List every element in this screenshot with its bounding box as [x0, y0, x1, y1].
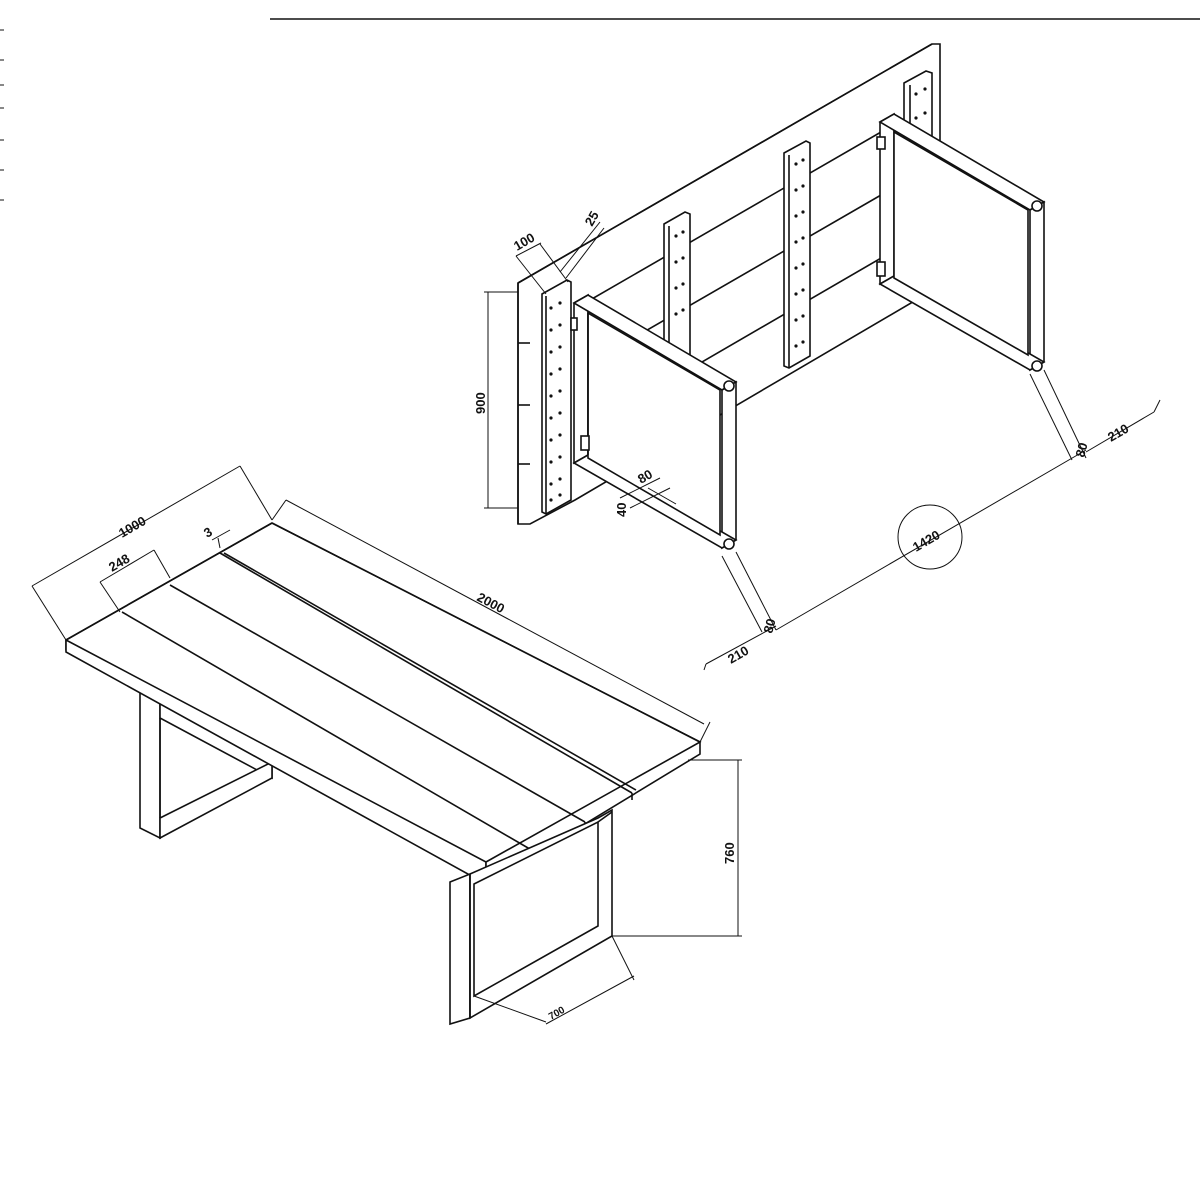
left-edge-marks — [0, 29, 4, 201]
dim-40-tube-label: 40 — [614, 503, 629, 517]
dim-tube-section — [619, 477, 677, 509]
dim-210-right-label: 210 — [1105, 421, 1131, 445]
underside-view: 900 100 25 80 40 — [473, 43, 1161, 671]
dim-3-label: 3 — [201, 524, 215, 541]
dim-25-label: 25 — [582, 208, 602, 228]
dim-760 — [612, 759, 742, 937]
leg-foot-left-top — [723, 380, 735, 392]
dim-3 — [211, 529, 231, 549]
dim-100-25 — [515, 221, 605, 295]
dim-700-label: 700 — [547, 1005, 567, 1023]
table-view: 1000 248 3 2000 760 — [31, 465, 742, 1026]
dim-900-label: 900 — [473, 392, 488, 414]
dim-248 — [99, 549, 171, 613]
dim-900 — [484, 291, 518, 509]
leg-frame-right-underside — [876, 112, 1046, 372]
leg-frame-front — [449, 808, 613, 1026]
dim-80-tube-label: 80 — [635, 466, 655, 486]
dim-700 — [473, 935, 635, 1025]
leg-foot-right-bottom — [1031, 360, 1043, 372]
dim-100-label: 100 — [511, 230, 537, 254]
dim-2000 — [271, 499, 711, 743]
batten-3 — [783, 140, 811, 369]
dim-1420-balloon — [897, 504, 963, 570]
leg-frame-left-underside — [570, 293, 738, 550]
dim-1420 — [703, 369, 1161, 671]
leg-foot-left-bottom — [723, 538, 735, 550]
leg-foot-right-top — [1031, 200, 1043, 212]
dim-760-label: 760 — [722, 842, 737, 864]
dim-1420-label: 1420 — [910, 527, 943, 554]
dim-248-label: 248 — [106, 551, 132, 575]
batten-1 — [541, 279, 572, 515]
dim-210-left-label: 210 — [725, 643, 751, 667]
dim-80-left-label: 80 — [760, 617, 778, 635]
dim-80-right-label: 80 — [1072, 441, 1090, 459]
dim-1000 — [31, 465, 273, 641]
dim-2000-label: 2000 — [475, 589, 508, 616]
dim-1000-label: 1000 — [116, 513, 149, 540]
